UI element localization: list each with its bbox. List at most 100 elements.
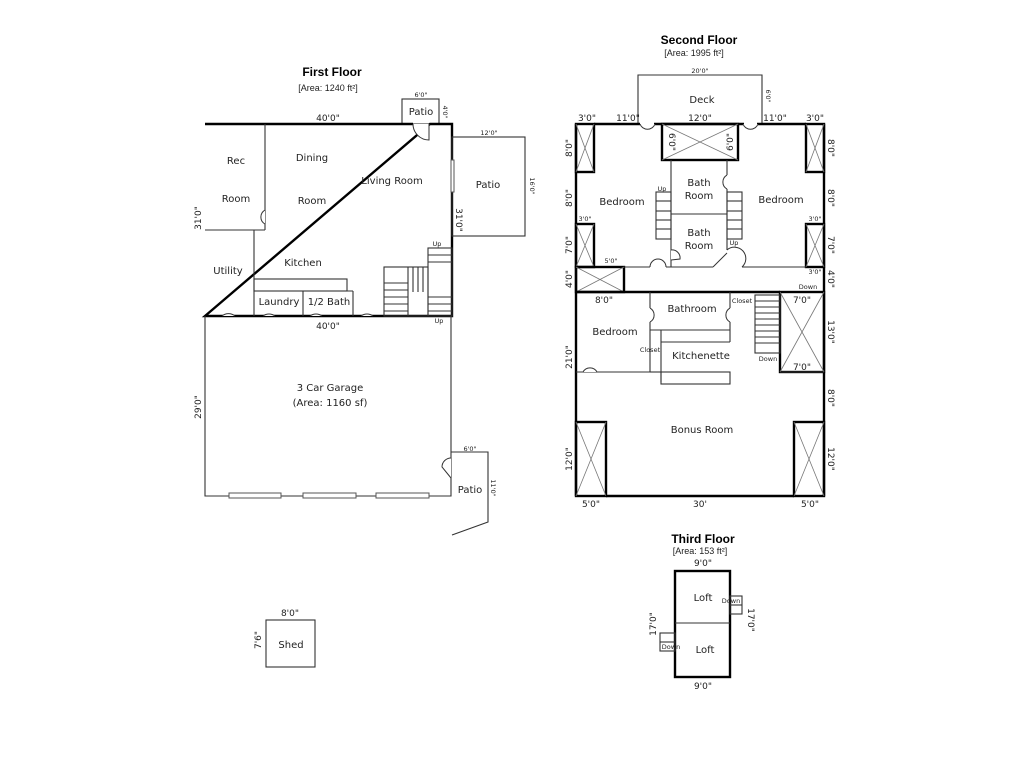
- patio-right-width: 12'0": [480, 129, 497, 137]
- third-floor-left-dim: 17'0": [649, 612, 659, 636]
- first-floor-stairs[interactable]: [383, 247, 453, 317]
- dim-right-8a: 8'0": [825, 139, 835, 157]
- door-patio-top[interactable]: [412, 123, 430, 141]
- dim-top-l2: 11'0": [616, 114, 640, 124]
- second-floor: Second Floor [Area: 1995 ft²] Deck 20'0"…: [565, 33, 835, 510]
- dim-bottom-30: 30': [693, 500, 707, 510]
- stair-up-left: Up: [658, 185, 667, 193]
- deck-outline: [637, 74, 763, 124]
- void-landing-left: [574, 265, 626, 294]
- stair-down-label-1: Down: [799, 283, 817, 291]
- kitchenette-counter: [660, 371, 731, 385]
- dim-top-r1: 3'0": [806, 114, 824, 124]
- patio-top-label: Patio: [409, 107, 434, 118]
- dim-right-4: 4'0": [825, 270, 835, 288]
- door-garage-patio[interactable]: [441, 457, 452, 479]
- door-rec[interactable]: [260, 209, 266, 225]
- door-bath-upper[interactable]: [722, 174, 728, 190]
- bathroom-label: Bathroom: [667, 304, 716, 315]
- dim-top-mid: 12'0": [688, 114, 712, 124]
- dim-void-l: 6'0": [666, 133, 676, 151]
- first-floor-bottom-dim: 40'0": [316, 322, 340, 332]
- shed: Shed 8'0" 7'6": [254, 609, 316, 668]
- closet-label-1: Closet: [732, 297, 753, 305]
- door-closet[interactable]: [725, 307, 731, 323]
- door-half-bath[interactable]: [309, 313, 323, 317]
- dim-left-12: 12'0": [565, 447, 575, 471]
- first-floor-left-dim: 31'0": [194, 206, 204, 230]
- third-floor-stair-left[interactable]: [659, 632, 676, 652]
- door-bedroom-left[interactable]: [649, 258, 667, 268]
- dim-left-4: 4'0": [565, 270, 575, 288]
- shed-width: 8'0": [281, 609, 299, 619]
- loft-2-label: Loft: [696, 645, 715, 656]
- door-bathroom-lower[interactable]: [649, 307, 655, 323]
- kitchen-counter: [253, 278, 348, 292]
- dining-room-label-2: Room: [298, 196, 326, 207]
- kitchen-label: Kitchen: [284, 258, 322, 269]
- deck-label: Deck: [689, 95, 714, 106]
- dim-small-3r: 3'0": [808, 215, 821, 223]
- dim-small-3r2: 3'0": [808, 268, 821, 276]
- dim-inner-8: 8'0": [595, 296, 613, 306]
- half-bath-label: 1/2 Bath: [308, 297, 351, 308]
- shed-label: Shed: [278, 640, 303, 651]
- third-floor: Third Floor [Area: 153 ft²] Loft Loft 9'…: [649, 532, 755, 692]
- garage-door-2[interactable]: [302, 492, 357, 499]
- stair-down-label-2: Down: [759, 355, 777, 363]
- third-floor-bottom-dim: 9'0": [694, 682, 712, 692]
- dim-left-21: 21'0": [565, 345, 575, 369]
- void-top-left: [574, 122, 596, 174]
- first-floor: First Floor [Area: 1240 ft²] Patio 6'0" …: [194, 65, 536, 536]
- third-floor-stair-right[interactable]: [729, 595, 743, 615]
- garage-door-1[interactable]: [228, 492, 282, 499]
- second-floor-title: Second Floor: [661, 33, 738, 47]
- deck-height: 6'0": [764, 89, 772, 102]
- dim-left-7: 7'0": [565, 236, 575, 254]
- bath-room-1-label-b: Room: [685, 191, 713, 202]
- rec-room-label-2: Room: [222, 194, 250, 205]
- stairs-right-bath[interactable]: [726, 191, 743, 240]
- third-floor-title: Third Floor: [671, 532, 735, 546]
- bedroom-lower-label: Bedroom: [592, 327, 637, 338]
- door-bath-lower[interactable]: [670, 249, 681, 261]
- dim-void-r: 6'0": [726, 133, 736, 151]
- door-laundry[interactable]: [262, 313, 276, 317]
- door-garage[interactable]: [360, 313, 374, 317]
- patio-garage-height: 11'0": [489, 479, 497, 496]
- door-bedroom-lower[interactable]: [582, 367, 598, 373]
- stairs-down-right[interactable]: [754, 294, 781, 354]
- dim-right-13: 13'0": [825, 320, 835, 344]
- patio-garage-outline: [451, 451, 489, 536]
- door-bedroom-right[interactable]: [712, 246, 747, 268]
- first-floor-right-dim: 31'0": [453, 208, 463, 232]
- dim-top-r2: 11'0": [763, 114, 787, 124]
- shed-outline: [265, 619, 316, 668]
- door-deck-right[interactable]: [742, 123, 759, 130]
- dim-right-8c: 8'0": [825, 389, 835, 407]
- first-floor-walls: [201, 122, 454, 318]
- patio-right-label: Patio: [476, 180, 501, 191]
- garage-door-3[interactable]: [375, 492, 430, 499]
- bath-room-1-label-a: Bath: [687, 178, 710, 189]
- dim-left-8b: 8'0": [565, 189, 575, 207]
- dim-bottom-5l: 5'0": [582, 500, 600, 510]
- stairs-left-bath[interactable]: [655, 191, 672, 240]
- stair-down-left: Down: [662, 643, 680, 651]
- rec-room-label-1: Rec: [227, 156, 245, 167]
- dim-small-3l: 3'0": [578, 215, 591, 223]
- door-utility[interactable]: [221, 313, 236, 317]
- third-floor-area: [Area: 153 ft²]: [673, 546, 728, 556]
- patio-garage-label: Patio: [458, 485, 483, 496]
- third-floor-outline: [673, 569, 732, 679]
- door-deck-left[interactable]: [639, 123, 656, 130]
- sliding-door[interactable]: [450, 159, 455, 193]
- dim-left-8a: 8'0": [565, 139, 575, 157]
- bath-room-2-label-b: Room: [685, 241, 713, 252]
- void-mid-left: [574, 222, 596, 269]
- void-top-right: [804, 122, 826, 174]
- dim-stair-7a: 7'0": [793, 296, 811, 306]
- kitchenette-label: Kitchenette: [672, 351, 730, 362]
- patio-garage-width: 6'0": [463, 445, 476, 453]
